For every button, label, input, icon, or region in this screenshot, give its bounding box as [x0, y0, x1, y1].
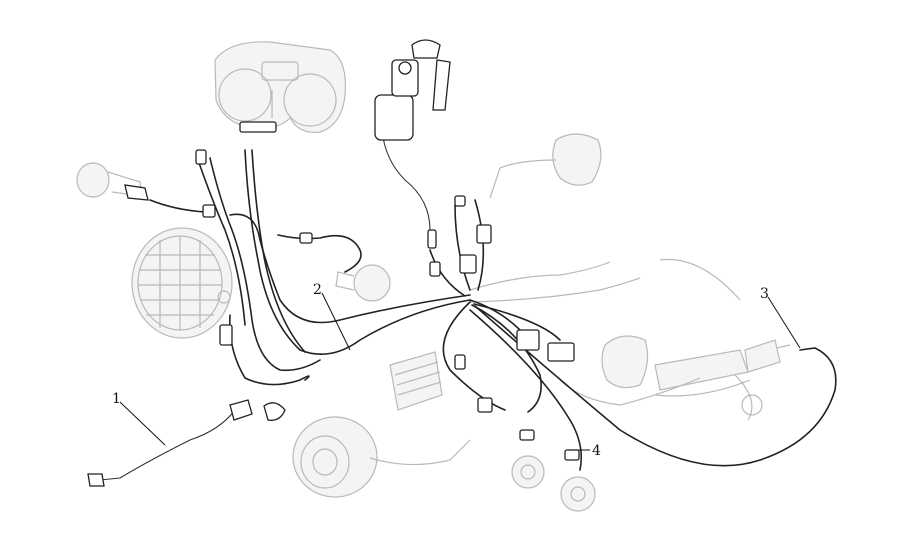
ignition-switch — [374, 39, 451, 141]
headlight — [131, 227, 233, 339]
callout-2: 2 — [313, 282, 322, 298]
callout-3: 3 — [760, 286, 769, 302]
right-handlebar-switch — [559, 335, 791, 421]
turn-signal-left — [76, 162, 149, 201]
callout-4: 4 — [592, 443, 601, 459]
voltage-regulator — [389, 351, 443, 411]
connectors — [87, 121, 580, 487]
horns — [511, 455, 596, 512]
callout-leaders — [119, 292, 801, 451]
callout-1: 1 — [112, 391, 121, 407]
turn-signal-right — [335, 264, 391, 302]
alternator-stator — [292, 416, 471, 498]
instrument-cluster — [214, 41, 347, 134]
frame-outline — [469, 258, 741, 303]
left-handlebar-switch — [489, 133, 602, 199]
